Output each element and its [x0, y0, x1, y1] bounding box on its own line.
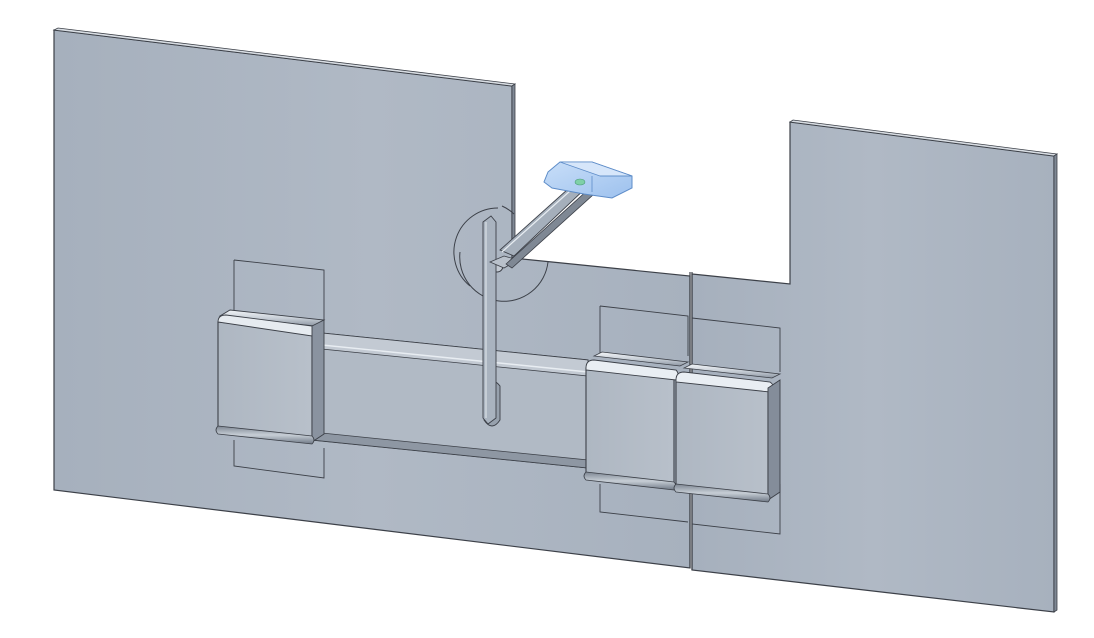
center-hasp-block[interactable]: [583, 351, 690, 491]
right-hasp-block[interactable]: [673, 363, 782, 503]
handle-grip-selected[interactable]: [543, 161, 633, 199]
left-hasp-block[interactable]: [215, 309, 326, 445]
right-hasp-mount-outline: [599, 305, 781, 535]
sliding-bar[interactable]: [311, 331, 589, 469]
left-hasp-mount-outline: [233, 259, 325, 479]
left-back-plate[interactable]: [52, 27, 691, 569]
pivot-disc[interactable]: [453, 205, 549, 302]
right-back-plate[interactable]: [689, 119, 1059, 613]
